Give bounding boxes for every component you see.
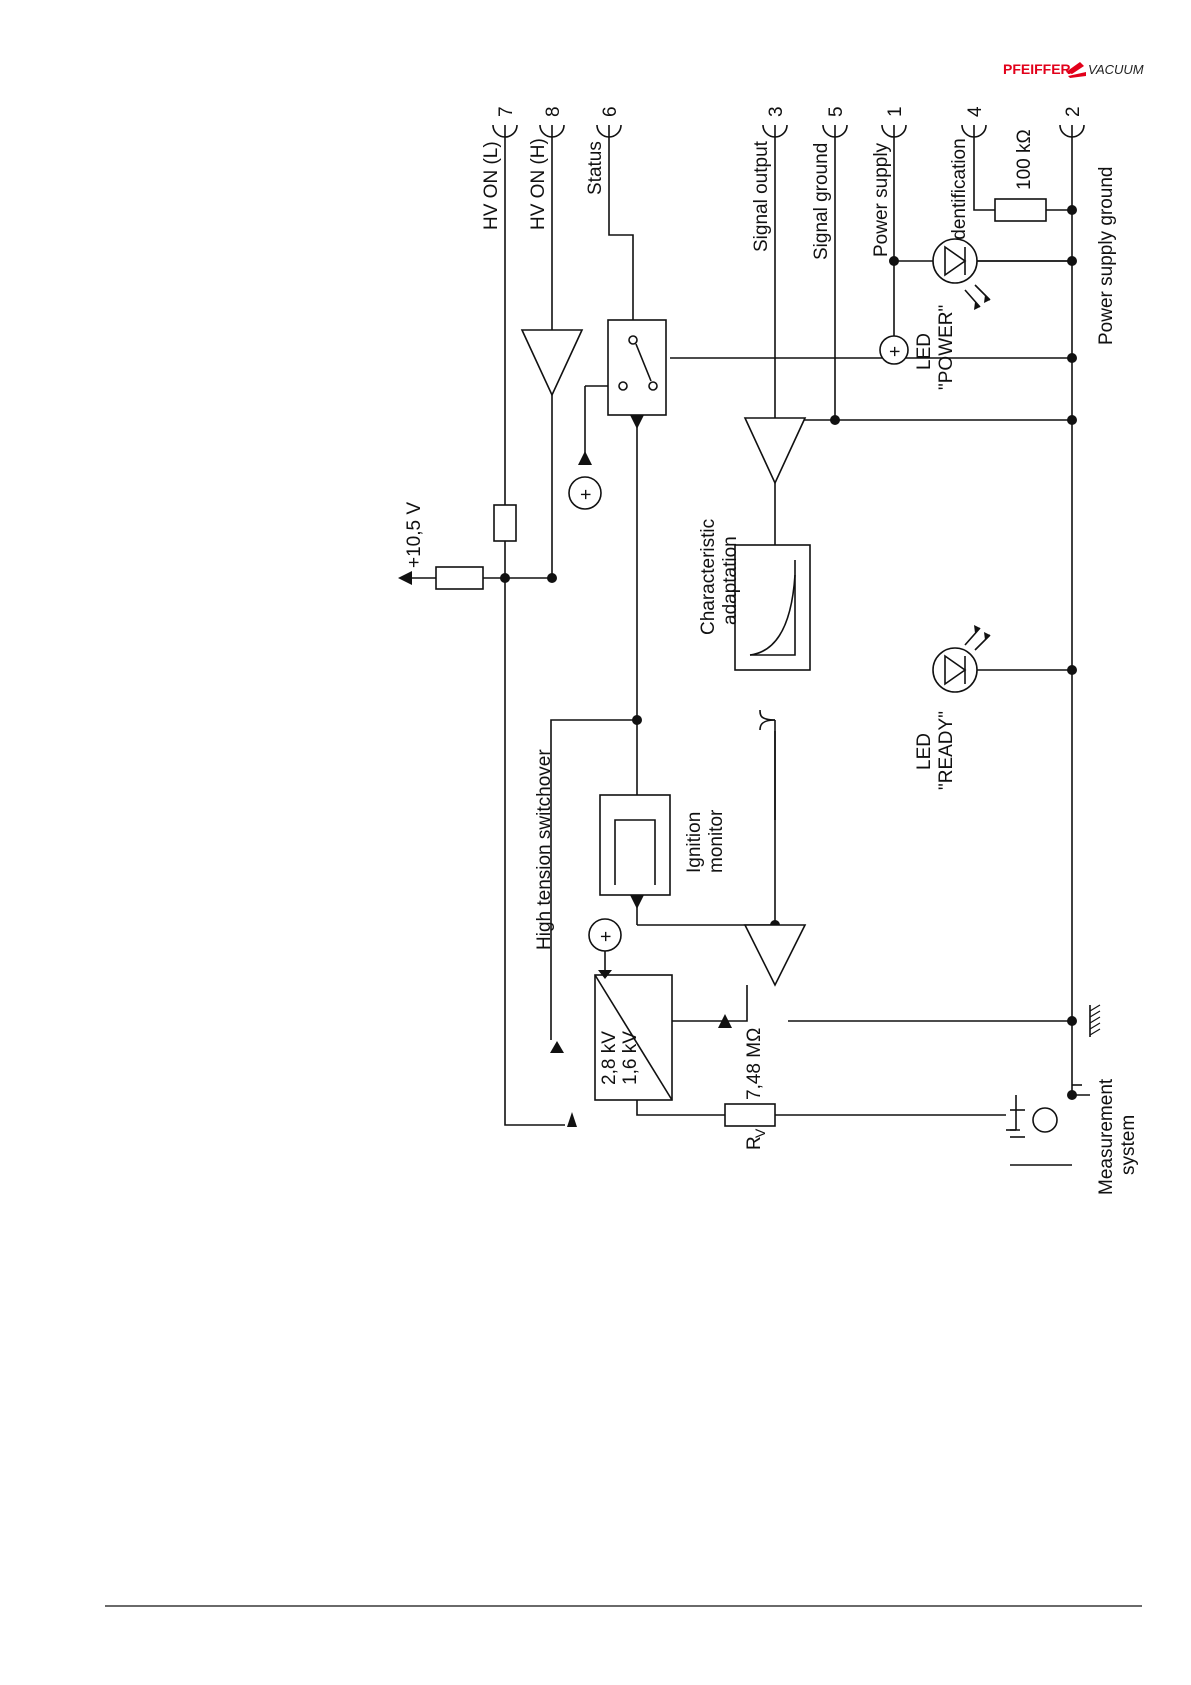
label-identification: Identification [949,138,970,245]
pfeiffer-vacuum-logo: PFEIFFER VACUUM [1003,61,1144,78]
pin-3-label: 3 [766,106,787,117]
label-power-supply: Power supply [871,142,892,257]
brand-name-left: PFEIFFER [1003,61,1071,77]
pin-4-label: 4 [965,106,986,117]
label-signal-output: Signal output [751,140,772,252]
label-high-tension-switchover: High tension switchover [534,749,555,950]
resistor-identification [995,199,1046,221]
resistor-supply [436,567,483,589]
led-ready-label-1: LED [914,733,935,770]
buffer-hv-on-h [522,330,582,395]
pin-5-label: 5 [826,106,847,117]
characteristic-label-1: Characteristic [698,519,719,635]
switch-contact-icon [619,382,627,390]
led-power-icon [933,239,990,310]
switch-contact-icon [629,336,637,344]
pin-8-label: 8 [543,106,564,117]
switch-contact-icon [649,382,657,390]
plus-sign: + [596,931,617,942]
characteristic-label-2: adaptation [720,536,741,625]
pin-2-label: 2 [1063,106,1084,117]
characteristic-adaptation-block [735,545,810,670]
measurement-label-2: system [1118,1115,1139,1175]
connector-pins: 7 8 6 3 5 1 4 2 [493,106,1084,137]
signal-output-amplifier [745,418,805,483]
label-resistor-100k: 100 kΩ [1014,129,1035,190]
plus-sign: + [576,489,597,500]
label-rv-value: 7,48 MΩ [744,1028,765,1100]
hv-kv-2: 1,6 kV [620,1031,641,1085]
resistor-hv-on-l [494,505,516,541]
schematic: 7 8 6 3 5 1 4 2 HV ON (L) HV ON (H) Stat… [398,106,1139,1195]
ignition-label-1: Ignition [684,812,705,873]
ignition-label-2: monitor [706,809,727,873]
label-status: Status [585,141,606,195]
plus-sign: + [885,346,906,357]
pin-1-label: 1 [885,106,906,117]
resistor-rv [725,1104,775,1126]
label-rv-sub: V [752,1128,768,1138]
status-switch [608,320,666,415]
brand-name-right: VACUUM [1088,62,1144,77]
hv-kv-1: 2,8 kV [599,1031,620,1085]
label-signal-ground: Signal ground [811,143,832,260]
pin-6-label: 6 [600,106,621,117]
led-power-label-1: LED [914,333,935,370]
led-power-label-2: "POWER" [936,305,957,390]
ground-hatch-icon [1090,1005,1100,1037]
label-power-supply-ground: Power supply ground [1096,167,1117,346]
led-ready-label-2: "READY" [936,711,957,790]
measurement-label-1: Measurement [1096,1078,1117,1195]
pin-7-label: 7 [496,106,517,117]
label-supply-voltage: +10,5 V [404,502,425,568]
supply-arrow-icon [398,571,412,585]
led-ready-icon [933,625,990,692]
ignition-monitor-block [600,795,670,895]
label-hv-on-h: HV ON (H) [528,138,549,230]
measurement-amplifier [745,925,805,985]
label-hv-on-l: HV ON (L) [481,141,502,230]
